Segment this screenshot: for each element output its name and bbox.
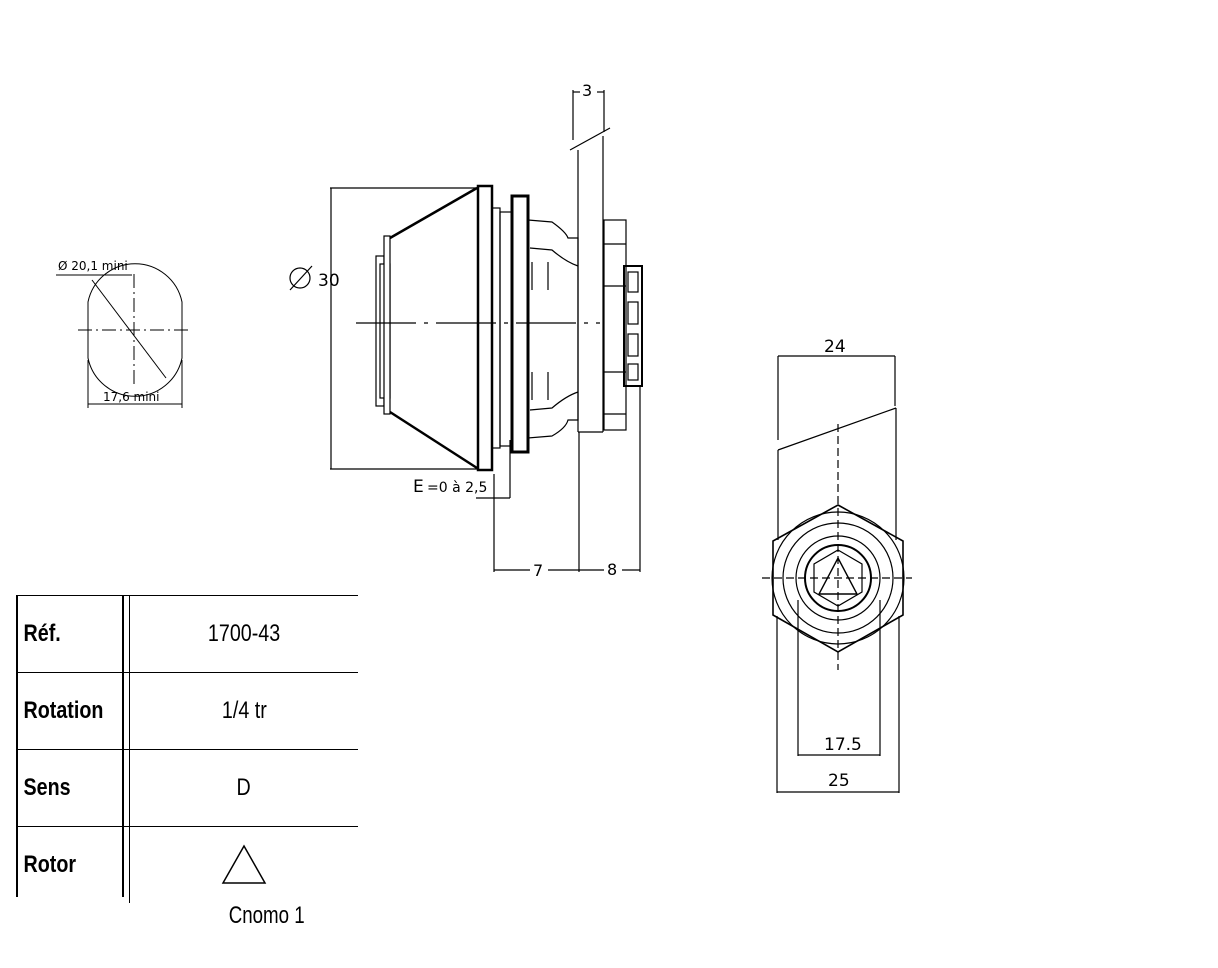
spec-key-rotation: Rotation	[17, 672, 110, 750]
diameter-value: 30	[318, 271, 340, 291]
length-8-label: 8	[607, 560, 617, 579]
rotation-value: 1/4 tr	[221, 697, 267, 724]
hex-top-label: 24	[824, 337, 846, 357]
spec-value-rotation: 1/4 tr	[129, 672, 358, 750]
caption-text: Cnomo 1	[229, 902, 305, 929]
spec-value-ref: 1700-43	[129, 595, 358, 673]
spec-value-rotor	[129, 826, 358, 903]
table-row: Rotor	[17, 826, 358, 903]
e-range-label: =0 à 2,5	[427, 480, 487, 496]
spec-key-ref: Réf.	[17, 595, 110, 673]
spec-value-sens: D	[129, 749, 358, 827]
cutout-flat-label: 17,6 mini	[103, 390, 160, 404]
table-row: Rotation 1/4 tr	[17, 672, 358, 750]
e-letter: E	[413, 477, 424, 497]
table-row: Sens D	[17, 749, 358, 827]
lock-front-view	[762, 355, 912, 793]
length-7-label: 7	[533, 561, 543, 580]
panel-cutout	[56, 263, 190, 408]
panel-thickness-label: 3	[582, 81, 592, 100]
hex-inner-label: 17.5	[824, 735, 862, 755]
spec-key-sens: Sens	[17, 749, 110, 827]
rotor-caption: Cnomo 1	[217, 902, 317, 930]
table-mid-border	[122, 595, 124, 897]
sens-value: D	[236, 774, 252, 801]
lock-side-view	[289, 90, 643, 572]
ref-value: 1700-43	[207, 620, 281, 647]
triangle-icon	[221, 843, 267, 884]
hex-outer-label: 25	[828, 771, 850, 791]
spec-table: Réf. 1700-43 Rotation 1/4 tr Sens D Roto…	[17, 595, 358, 903]
table-row: Réf. 1700-43	[17, 595, 358, 673]
spec-key-rotor: Rotor	[17, 826, 110, 903]
cutout-diameter-label: Ø 20,1 mini	[58, 259, 128, 273]
